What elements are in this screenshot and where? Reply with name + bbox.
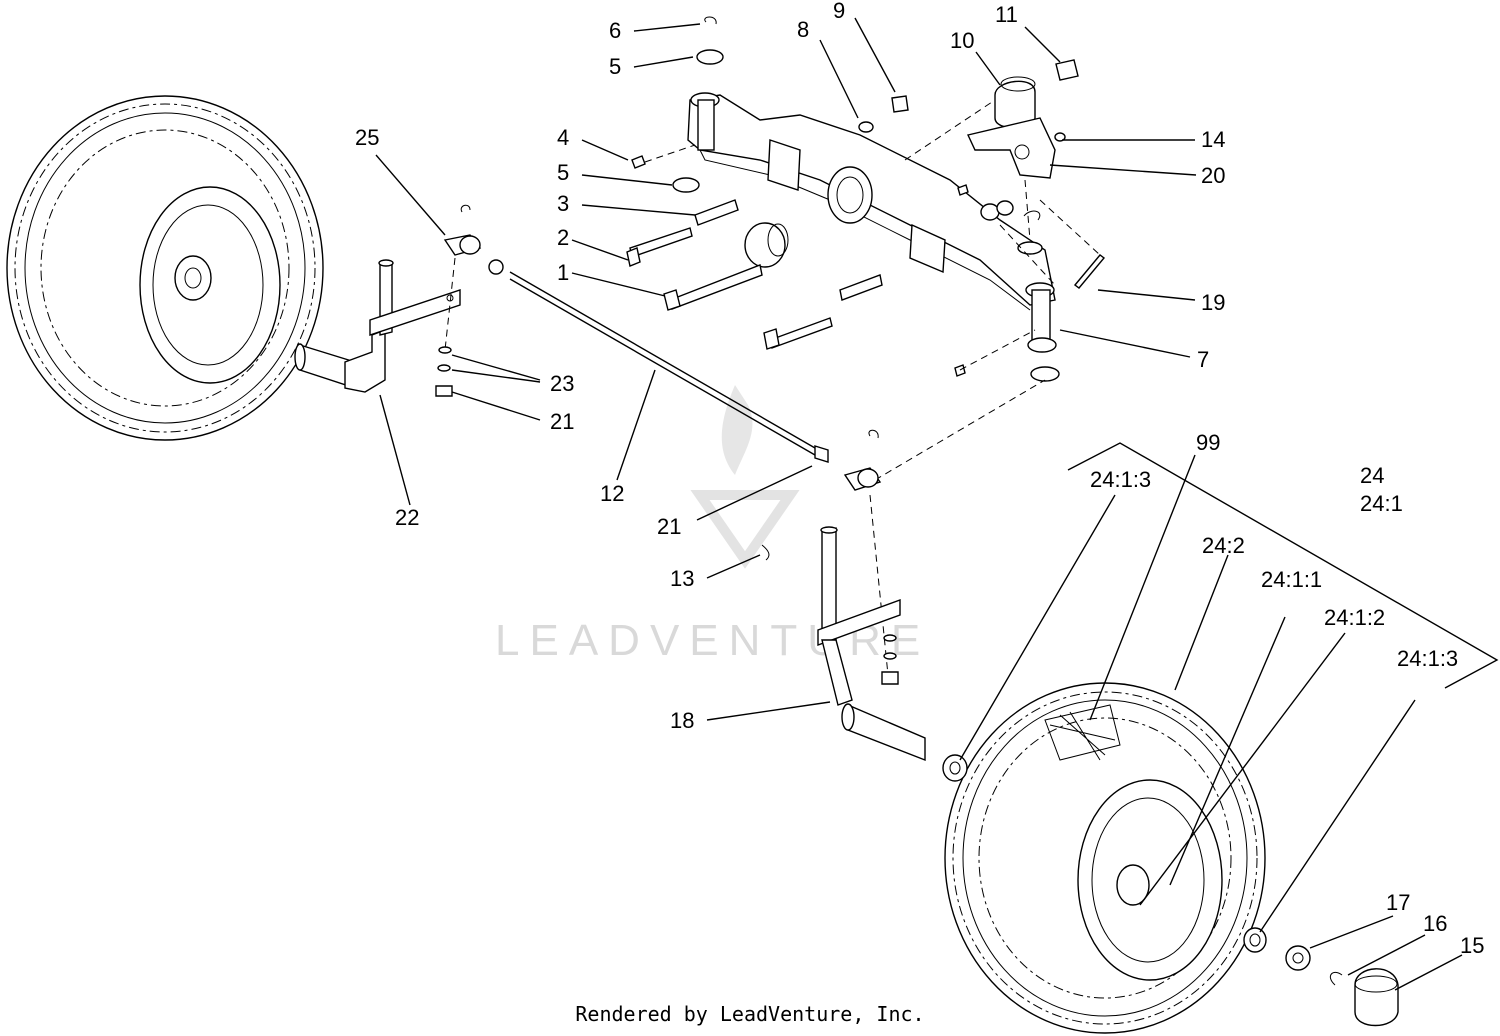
callout-99: 99 — [1196, 430, 1220, 455]
callout-24-1-2: 24:1:2 — [1324, 605, 1385, 630]
callout-10: 10 — [950, 28, 974, 53]
callout-1: 1 — [557, 260, 569, 285]
callout-21-right: 21 — [657, 514, 681, 539]
callout-23: 23 — [550, 371, 574, 396]
left-wheel — [6, 95, 324, 441]
right-wheel — [944, 682, 1266, 1034]
callout-5-mid: 5 — [557, 160, 569, 185]
leader-lines — [375, 17, 1499, 991]
callout-16: 16 — [1423, 911, 1447, 936]
callout-25: 25 — [355, 125, 379, 150]
callout-24-1: 24:1 — [1360, 491, 1403, 516]
left-tie-rod-end-parts — [435, 204, 504, 397]
right-spindle — [761, 429, 968, 782]
callout-4: 4 — [557, 125, 569, 150]
callout-22: 22 — [395, 505, 419, 530]
callout-19: 19 — [1201, 290, 1225, 315]
callout-3: 3 — [557, 191, 569, 216]
callout-20: 20 — [1201, 163, 1225, 188]
axle-hardware — [626, 16, 1106, 481]
callout-5-top: 5 — [609, 54, 621, 79]
callout-12: 12 — [600, 481, 624, 506]
callout-18: 18 — [670, 708, 694, 733]
callout-24-1-1: 24:1:1 — [1261, 567, 1322, 592]
callout-17: 17 — [1386, 890, 1410, 915]
tie-rod — [509, 271, 829, 463]
callout-14: 14 — [1201, 127, 1225, 152]
callout-15: 15 — [1460, 933, 1484, 958]
footer-credit: Rendered by LeadVenture, Inc. — [575, 1002, 925, 1026]
callout-13: 13 — [670, 566, 694, 591]
callout-2: 2 — [557, 225, 569, 250]
callout-labels: 6 5 8 9 10 11 14 20 4 5 3 2 1 19 7 25 23… — [355, 0, 1484, 958]
callout-9: 9 — [833, 0, 845, 23]
callout-24-1-3-top: 24:1:3 — [1090, 467, 1151, 492]
callout-21-left: 21 — [550, 409, 574, 434]
callout-24: 24 — [1360, 463, 1384, 488]
hub-hardware — [1243, 927, 1399, 1027]
callout-7: 7 — [1197, 347, 1209, 372]
callout-6: 6 — [609, 18, 621, 43]
left-spindle — [294, 259, 461, 393]
callout-24-1-3-right: 24:1:3 — [1397, 646, 1458, 671]
callout-24-2: 24:2 — [1202, 533, 1245, 558]
callout-8: 8 — [797, 17, 809, 42]
front-axle-beam — [687, 92, 1060, 382]
callout-11: 11 — [995, 2, 1018, 27]
